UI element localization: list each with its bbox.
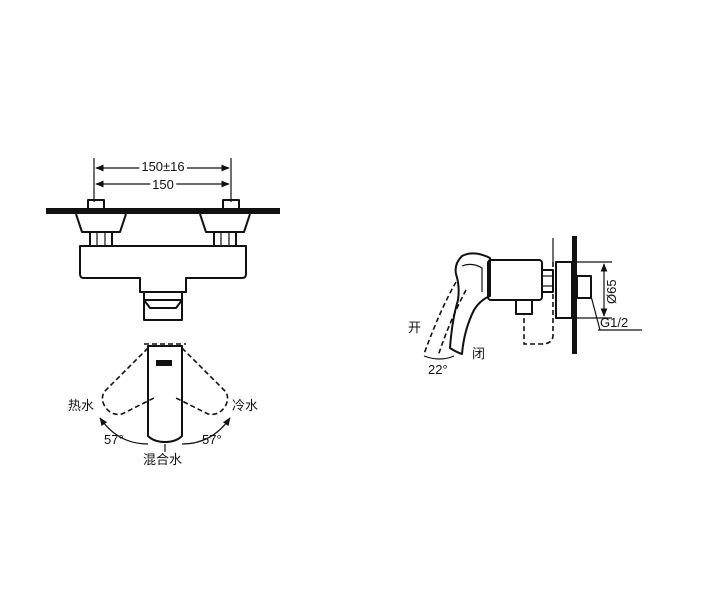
front-dim-outer-text: 150±16 (141, 159, 184, 174)
top-angle-left: 57° (104, 432, 124, 447)
side-label-open: 开 (408, 320, 421, 335)
front-body (79, 245, 247, 293)
side-view: Ø65 G1/2 开 闭 22° (408, 236, 642, 377)
side-handle-dashed2 (437, 289, 467, 357)
side-connector (576, 275, 592, 299)
front-view: 150±16 150 (46, 156, 280, 321)
front-wall-plate (46, 208, 280, 214)
top-handle-marker (156, 360, 172, 366)
side-outlet (515, 299, 533, 315)
top-handle-left-dashed (101, 347, 155, 416)
side-angle-arc (423, 355, 455, 360)
front-dim-inner-text: 150 (152, 177, 174, 192)
top-handle-right-dashed (175, 347, 229, 416)
top-label-cold: 冷水 (232, 398, 258, 413)
front-spout-tip (143, 299, 183, 309)
front-escutcheon-left (75, 213, 127, 233)
side-thread-text: G1/2 (600, 315, 628, 330)
side-handle (449, 252, 491, 355)
side-handle-dashed (423, 281, 457, 355)
top-handle-center (147, 345, 183, 443)
front-stub-right (222, 199, 240, 211)
top-arc-right (181, 417, 231, 445)
top-label-mixed: 混合水 (143, 452, 182, 467)
front-stub-left (87, 199, 105, 211)
side-label-close: 闭 (472, 346, 485, 361)
top-view: 热水 冷水 57° 57° 混合水 (68, 343, 258, 467)
side-escutcheon (555, 261, 573, 319)
side-handle-inner (461, 263, 483, 292)
top-label-hot: 热水 (68, 398, 94, 413)
front-escutcheon-right (199, 213, 251, 233)
side-diameter-text: Ø65 (604, 279, 619, 304)
front-nut-right (213, 231, 237, 247)
front-nut-left (89, 231, 113, 247)
side-thread-leader (590, 295, 601, 331)
side-body-nut (541, 269, 554, 293)
side-rear-dashed (523, 262, 554, 345)
front-spout (143, 292, 183, 321)
top-angle-right: 57° (202, 432, 222, 447)
side-wall (572, 236, 577, 354)
side-body (487, 259, 543, 301)
side-angle-text: 22° (428, 362, 448, 377)
top-arc-left (99, 417, 149, 445)
